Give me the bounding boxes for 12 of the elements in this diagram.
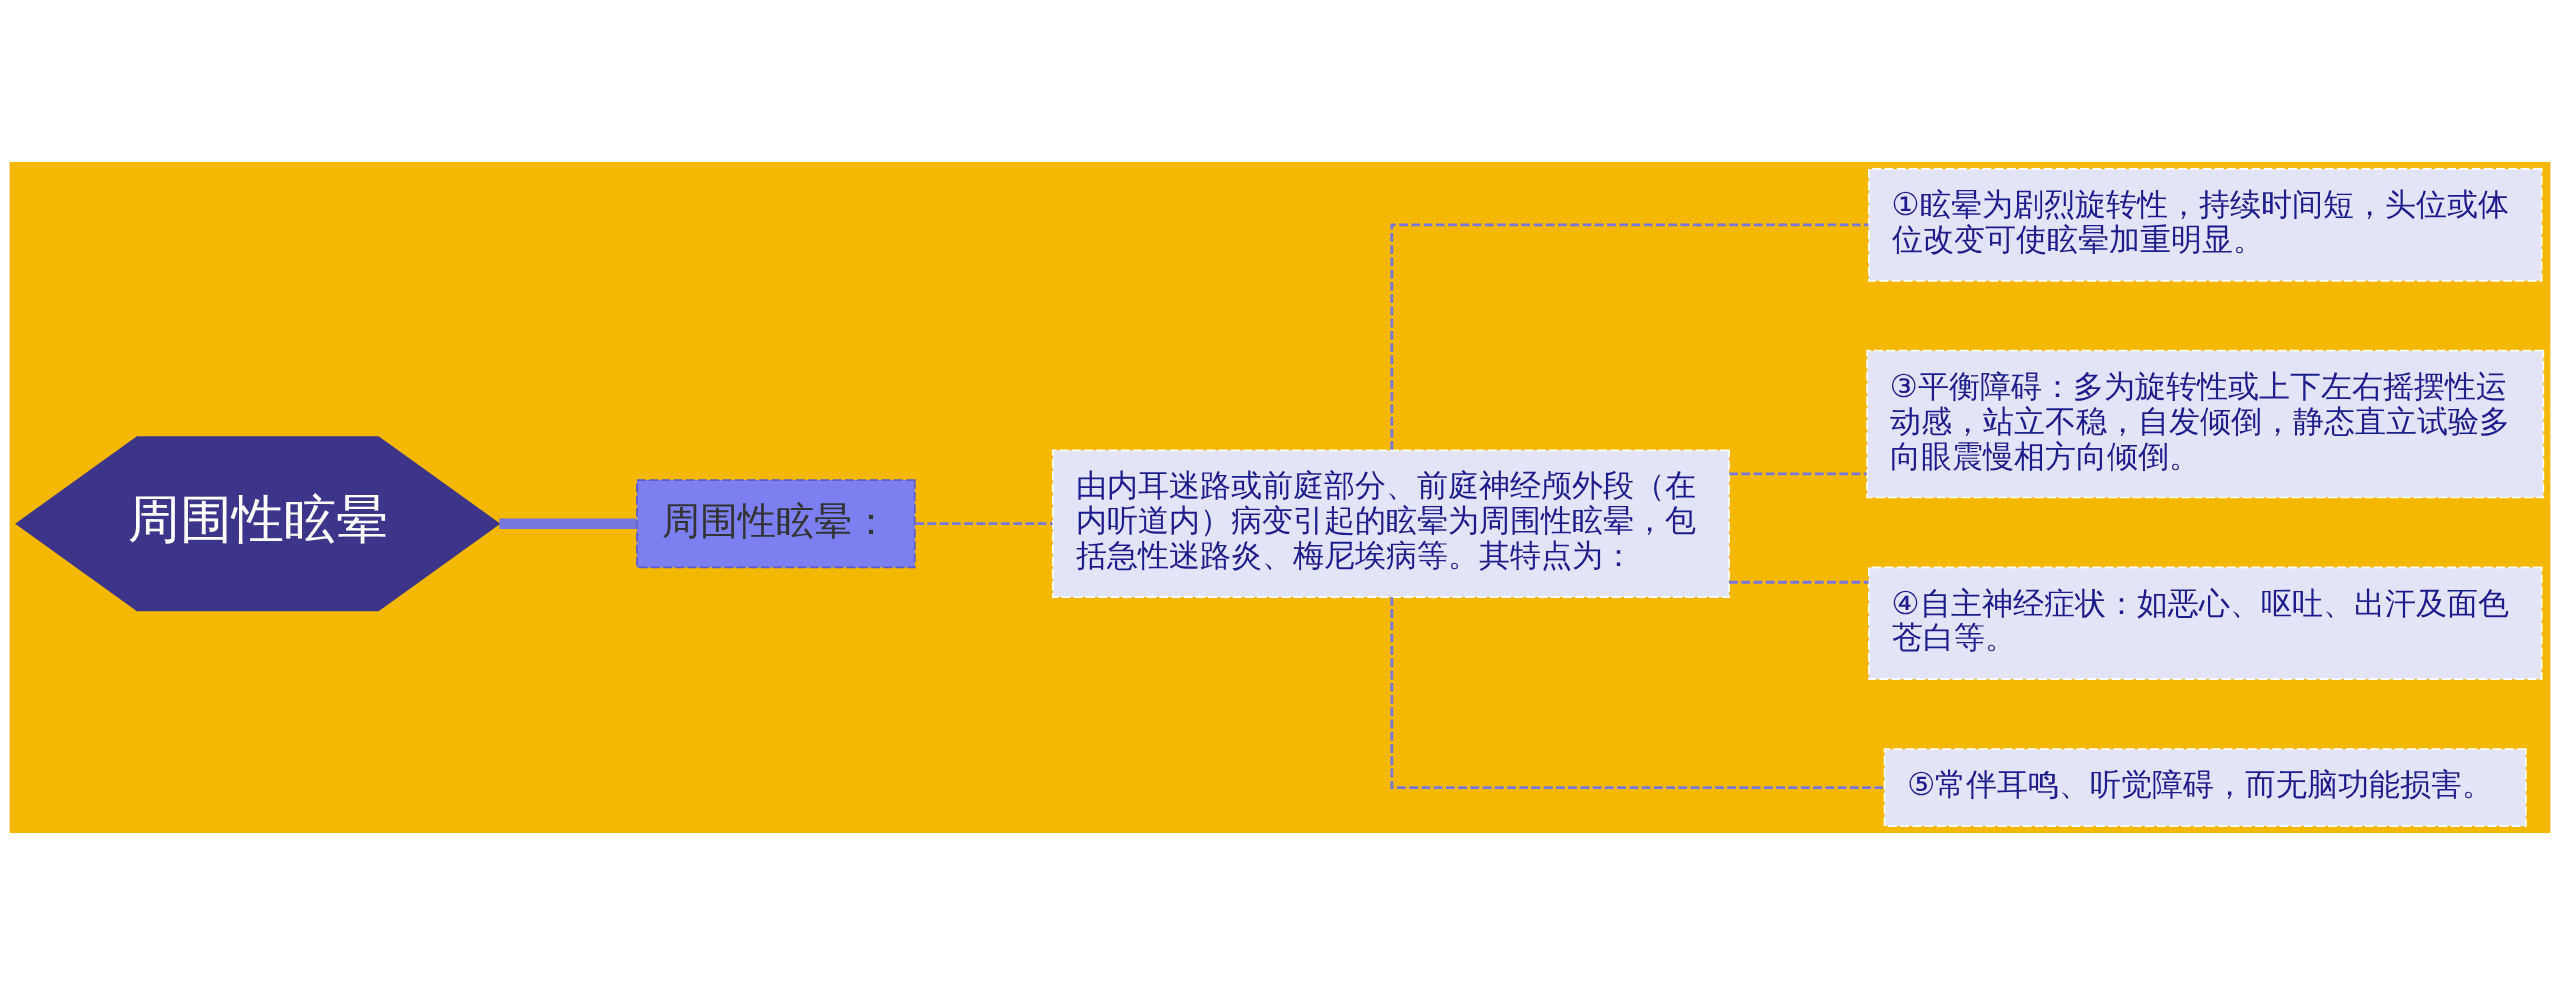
connector <box>1729 472 1867 475</box>
connector <box>915 521 1053 525</box>
connector <box>1390 223 1869 450</box>
node-box: ①眩晕为剧烈旋转性，持续时间短，头位或体位改变可使眩晕加重明显。 <box>1867 167 2543 282</box>
node-box: 周围性眩晕： <box>636 478 916 568</box>
node-box: 由内耳迷路或前庭部分、前庭神经颅外段（在内听道内）病变引起的眩晕为周围性眩晕，包括急性迷路炎、梅尼埃病等。其特点为： <box>1051 448 1730 598</box>
node-box: ④自主神经症状：如恶心、呕吐、出汗及面色苍白等。 <box>1867 566 2543 680</box>
connector <box>1729 580 1869 584</box>
connector <box>1390 596 1885 789</box>
connector <box>499 517 637 529</box>
node-box: ③平衡障碍：多为旋转性或上下左右摇摆性运动感，站立不稳，自发倾倒，静态直立试验多向眼震慢相方向倾倒。 <box>1866 349 2545 498</box>
node-box: ⑤常伴耳鸣、听觉障碍，而无脑功能损害。 <box>1883 747 2527 827</box>
